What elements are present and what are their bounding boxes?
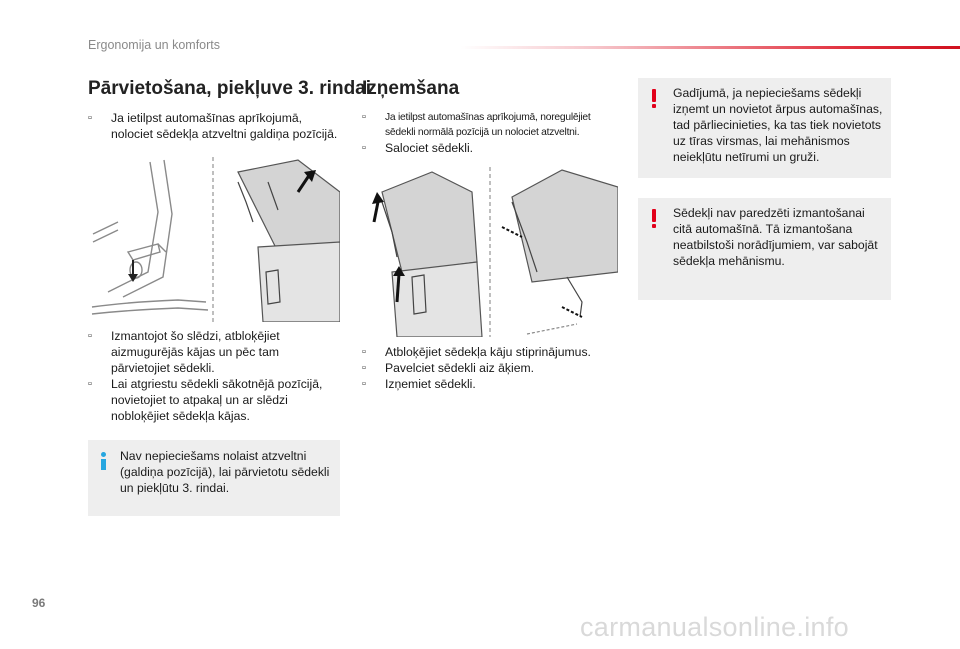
list-item: ▫ Lai atgriestu sēdekli sākotnējā pozīci… [88, 377, 323, 423]
info-icon [100, 452, 108, 470]
seat-move-illustration [88, 152, 341, 323]
watermark: carmanualsonline.info [580, 612, 849, 642]
left-steps-list: ▫ Izmantojot šo slēdzi, atbloķējiet aizm… [88, 328, 343, 424]
section-title: Ergonomija un komforts [88, 38, 221, 52]
info-note-box: Nav nepieciešams nolaist atzveltni (gald… [88, 440, 340, 516]
checkbox-bullet-icon: ▫ [362, 378, 366, 390]
header-accent-line [0, 46, 960, 49]
checkbox-bullet-icon: ▫ [88, 330, 92, 342]
checkbox-bullet-icon: ▫ [362, 346, 366, 358]
list-item: ▫ Ja ietilpst automašīnas aprīkojumā, no… [88, 111, 338, 141]
list-item: ▫ Izņemiet sēdekli. [362, 377, 476, 391]
warning-box-other-vehicle: Sēdekļi nav paredzēti izmantošanai citā … [638, 198, 891, 300]
seat-removal-drawing [372, 167, 619, 338]
list-item: ▫ Atbloķējiet sēdekļa kāju stiprinājumus… [362, 345, 591, 359]
page-number: 96 [32, 596, 46, 610]
section-heading-removal: Izņemšana [362, 78, 460, 99]
checkbox-bullet-icon: ▫ [362, 142, 366, 154]
list-item: ▫ Ja ietilpst automašīnas aprīkojumā, no… [362, 111, 591, 138]
section-heading-move-access: Pārvietošana, piekļuve 3. rindai [88, 78, 372, 99]
seat-lever-drawing [91, 157, 341, 323]
list-item: ▫ Pavelciet sēdekli aiz āķiem. [362, 361, 535, 375]
warning-exclamation-icon [652, 209, 656, 228]
warning-box-storage: Gadījumā, ja nepieciešams sēdekļi izņemt… [638, 78, 891, 178]
warning-exclamation-icon [652, 89, 656, 108]
left-intro-list: ▫ Ja ietilpst automašīnas aprīkojumā, no… [88, 110, 343, 142]
list-item: ▫ Salociet sēdekli. [362, 141, 474, 155]
list-item: ▫ Izmantojot šo slēdzi, atbloķējiet aizm… [88, 329, 280, 375]
checkbox-bullet-icon: ▫ [362, 362, 366, 374]
seat-removal-illustration [362, 162, 619, 338]
checkbox-bullet-icon: ▫ [88, 112, 92, 124]
middle-steps-list: ▫ Atbloķējiet sēdekļa kāju stiprinājumus… [362, 344, 622, 392]
checkbox-bullet-icon: ▫ [362, 111, 366, 123]
middle-intro-list: ▫ Ja ietilpst automašīnas aprīkojumā, no… [362, 110, 622, 156]
checkbox-bullet-icon: ▫ [88, 378, 92, 390]
